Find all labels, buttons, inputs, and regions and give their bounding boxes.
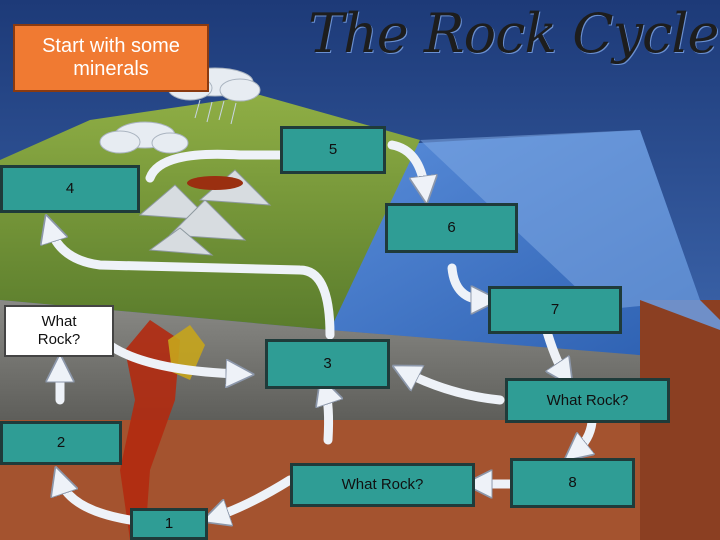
box-what-rock-bottom-label: What Rock?: [342, 476, 424, 494]
box-what-rock-left: What Rock?: [4, 305, 114, 357]
box-what-rock-right-label: What Rock?: [547, 392, 629, 410]
box-8-label: 8: [568, 474, 576, 492]
box-4-label: 4: [66, 180, 74, 198]
box-7: 7: [488, 286, 622, 334]
start-note-text: Start with some minerals: [15, 35, 207, 81]
box-what-rock-left-label: What Rock?: [6, 313, 112, 349]
box-6: 6: [385, 203, 518, 253]
box-4: 4: [0, 165, 140, 213]
box-what-rock-bottom: What Rock?: [290, 463, 475, 507]
box-7-label: 7: [551, 301, 559, 319]
box-2: 2: [0, 421, 122, 465]
box-5-label: 5: [329, 141, 337, 159]
box-3: 3: [265, 339, 390, 389]
box-3-label: 3: [323, 355, 331, 373]
box-8: 8: [510, 458, 635, 508]
box-1-label: 1: [165, 515, 173, 533]
box-1: 1: [130, 508, 208, 540]
box-2-label: 2: [57, 434, 65, 452]
box-what-rock-right: What Rock?: [505, 378, 670, 423]
box-6-label: 6: [447, 219, 455, 237]
page-title: The Rock Cycle: [308, 2, 718, 82]
lava-flow: [187, 176, 243, 190]
box-5: 5: [280, 126, 386, 174]
start-note: Start with some minerals: [13, 24, 209, 92]
arrow-bottom-to-3: [325, 390, 329, 440]
